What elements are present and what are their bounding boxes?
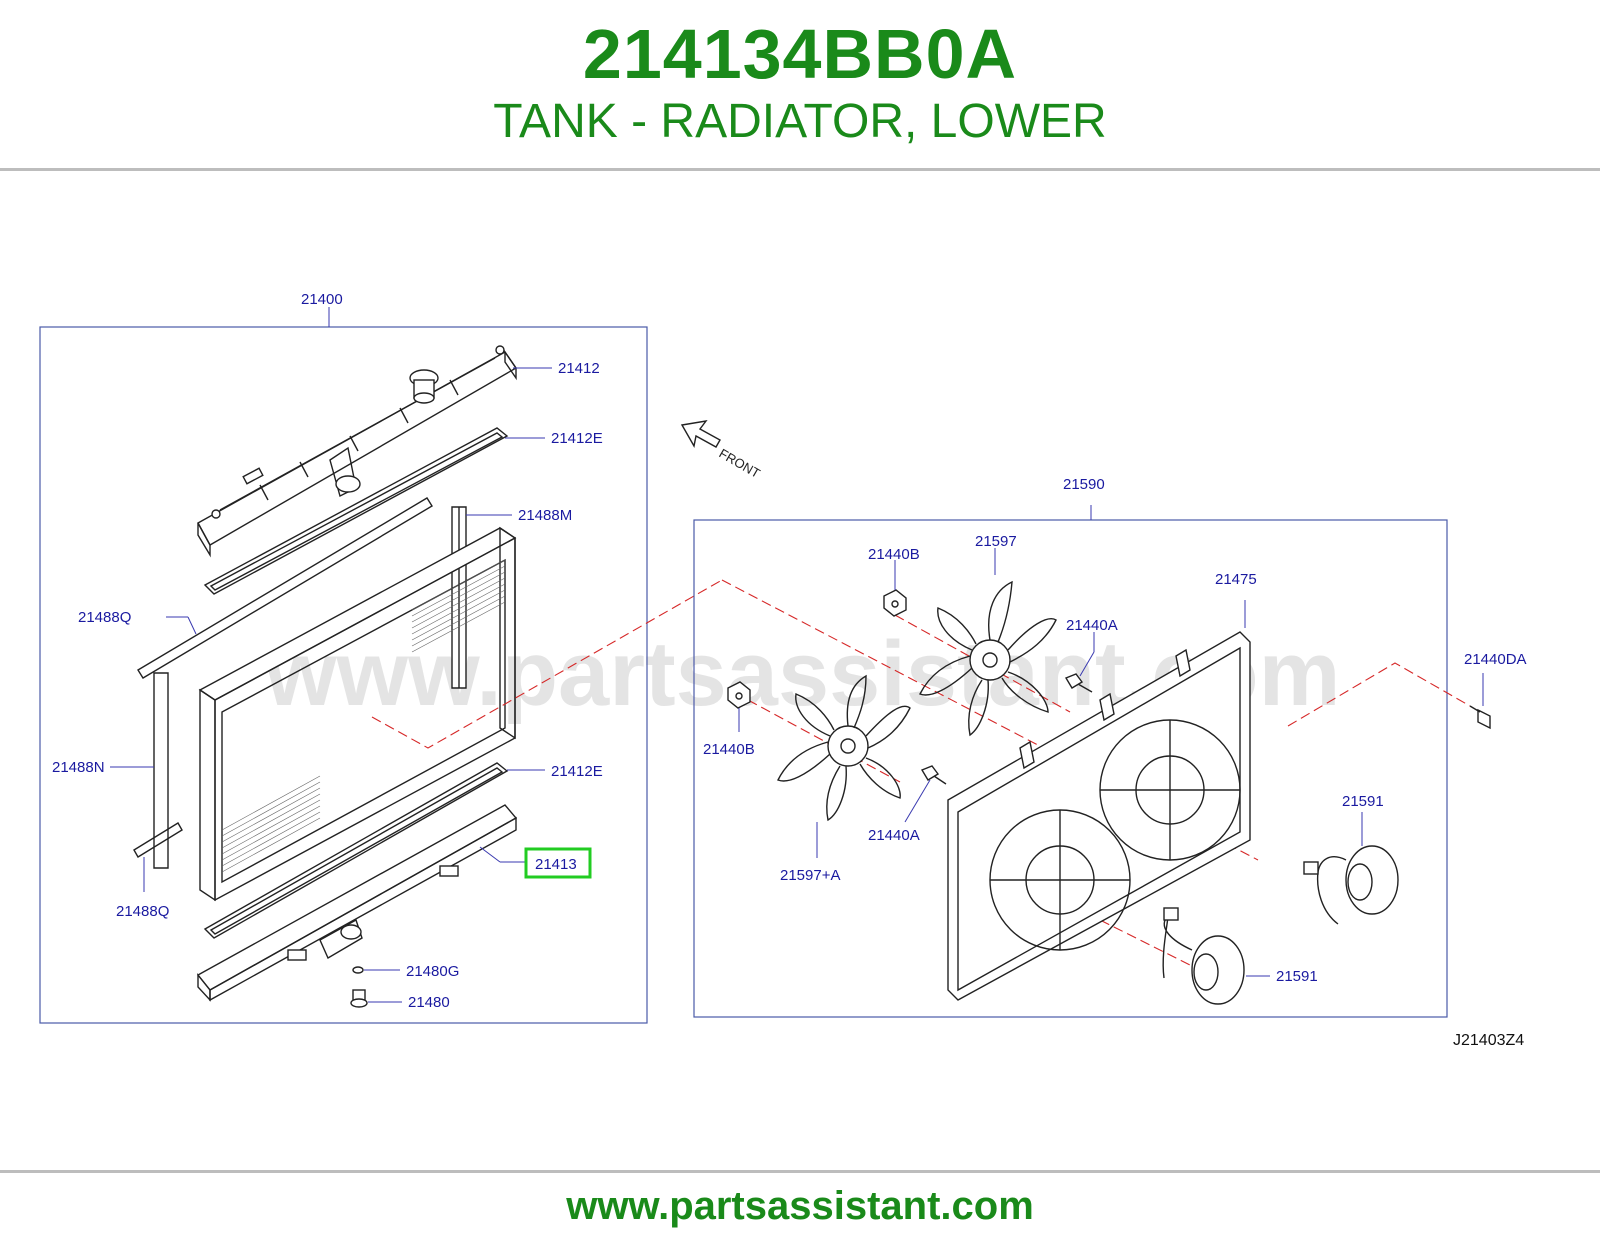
lower-tank-part [196,804,518,1002]
callout-21440B-mid[interactable]: 21440B [703,741,755,758]
callout-21480[interactable]: 21480 [408,994,450,1011]
radiator-core-part [198,526,517,902]
callout-21591-right[interactable]: 21591 [1342,793,1384,810]
footer-divider [0,1170,1600,1173]
callout-21440A-bottom[interactable]: 21440A [868,827,920,844]
drain-plug-part [350,989,368,1008]
callout-21591-bottom[interactable]: 21591 [1276,968,1318,985]
radiator-group-box [39,326,648,1024]
callout-21475[interactable]: 21475 [1215,571,1257,588]
callout-21440DA[interactable]: 21440DA [1464,651,1527,668]
seal-q-top-part [137,497,433,679]
footer-url[interactable]: www.partsassistant.com [566,1184,1034,1228]
centerline-lower [747,699,901,783]
callout-21412[interactable]: 21412 [558,360,600,377]
callout-21413[interactable]: 21413 [535,856,577,873]
callout-21412E-bottom[interactable]: 21412E [551,763,603,780]
callout-21440B-top[interactable]: 21440B [868,546,920,563]
upper-gasket-part [203,427,509,595]
fan-blade-top-part [919,580,1057,737]
front-label: FRONT [717,446,763,481]
fan-group-box [693,519,1448,1018]
callout-21488Q-bottom[interactable]: 21488Q [116,903,169,920]
nut-b-top-part [883,589,907,617]
bolt-a-bottom-part [920,765,947,785]
motor-bottom-part [1162,907,1245,1005]
page-subtitle: TANK - RADIATOR, LOWER [493,95,1107,148]
callout-21590[interactable]: 21590 [1063,476,1105,493]
front-arrow-icon [680,420,721,448]
seal-q-bottom-part [133,822,183,858]
bolt-da-part [1469,705,1491,730]
callout-21412E-top[interactable]: 21412E [551,430,603,447]
callout-21488Q-top[interactable]: 21488Q [78,609,131,626]
seal-n-part [153,672,169,869]
highlight-box-21413 [524,847,592,879]
centerline-left [371,579,723,749]
callout-21480G[interactable]: 21480G [406,963,459,980]
header-divider [0,168,1600,171]
centerline-right [1287,662,1471,727]
motor-right-part [1303,845,1399,925]
mount-m-part [451,506,467,689]
fan-blade-a-part [777,674,911,822]
callout-21597+A[interactable]: 21597+A [780,867,840,884]
callout-21488N[interactable]: 21488N [52,759,105,776]
diagram-code: J21403Z4 [1453,1032,1524,1049]
lower-gasket-part [203,762,509,939]
page-title: 214134BB0A [582,15,1018,93]
upper-tank-part [197,345,518,558]
shroud-part [947,631,1251,1001]
callout-21400[interactable]: 21400 [301,291,343,308]
bolt-a-top-part [1064,673,1093,693]
callout-21488M[interactable]: 21488M [518,507,572,524]
callout-21440A-top[interactable]: 21440A [1066,617,1118,634]
drain-oring-part [352,966,364,974]
callout-21597[interactable]: 21597 [975,533,1017,550]
nut-b-mid-part [727,681,751,709]
